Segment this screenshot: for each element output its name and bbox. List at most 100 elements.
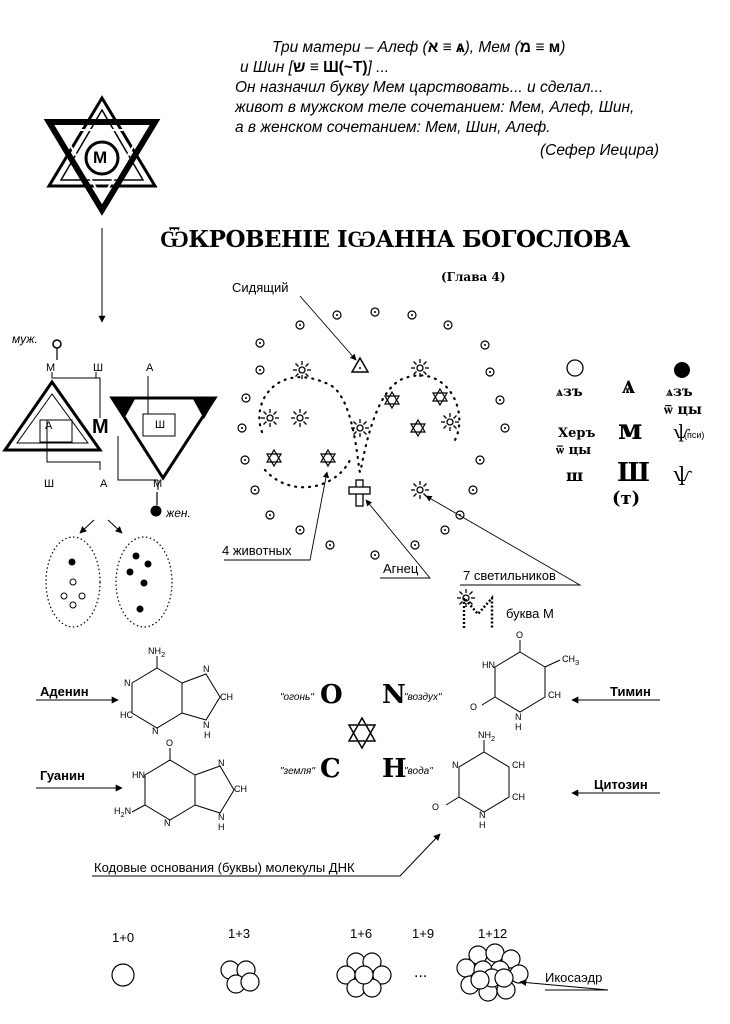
thymine-ch: CH: [548, 690, 561, 700]
h-element-label: "вода": [404, 766, 433, 777]
adenine-n9: N: [203, 720, 210, 730]
slavonic-a-big: ѧ: [622, 370, 635, 400]
aleph-glyph: א ≡ ѧ: [427, 39, 465, 56]
guanine-n7: N: [218, 758, 225, 768]
label-m-top: М: [46, 362, 56, 374]
h-element: H: [382, 754, 407, 784]
c-element-label: "земля": [280, 766, 315, 777]
thymine-h: H: [515, 722, 522, 732]
quote-text: ): [560, 39, 566, 56]
female-label: жен.: [166, 506, 191, 520]
label-a-top: А: [146, 362, 154, 374]
icosahedron-label: Икосаэдр: [545, 970, 603, 985]
cluster-label: 1+12: [478, 926, 508, 941]
n-element: N: [382, 680, 406, 710]
cytosine-ch2: CH: [512, 792, 525, 802]
adenine-n1: N: [124, 678, 131, 688]
guanine-label: Гуанин: [40, 768, 85, 783]
cluster-ellipsis: ...: [414, 964, 428, 981]
slavonic-az-1: ѧзъ: [556, 384, 583, 400]
label-sh-top: Ш: [93, 362, 104, 374]
guanine-hn: HN: [132, 770, 145, 780]
label-m-bottom: М: [153, 478, 163, 490]
cytosine-nh2: NH2: [478, 730, 496, 743]
cluster-label: 1+6: [350, 926, 373, 941]
quote-text: Три матери – Алеф (: [272, 39, 428, 56]
male-label: муж.: [12, 332, 38, 346]
label-seated: Сидящий: [232, 280, 289, 295]
dna-structures: [131, 640, 561, 821]
slavonic-from-c-2: ѿ цы: [556, 443, 592, 458]
adenine-n7: N: [203, 664, 210, 674]
cytosine-n: N: [452, 760, 459, 770]
thymine-n: N: [515, 712, 522, 722]
cytosine-h: H: [479, 820, 486, 830]
adenine-ch: CH: [220, 692, 233, 702]
cluster-label: 1+3: [228, 926, 251, 941]
thymine-o2: O: [470, 702, 478, 712]
label-sh-right: Ш: [155, 419, 166, 431]
adenine-hc: HC: [120, 710, 133, 720]
open-circle-icon: [566, 359, 584, 377]
o-element: O: [320, 680, 343, 710]
revelation-diagram: [224, 295, 582, 628]
n-element-label: "воздух": [404, 692, 442, 703]
cluster-label: 1+9: [412, 926, 435, 941]
shin-glyph: ש ≡ Ш(~Т): [292, 59, 368, 76]
thymine-ch3: CH3: [562, 654, 580, 667]
slavonic-sh: ш: [566, 466, 584, 485]
slavonic-psi-2: ѱ: [674, 462, 693, 486]
revelation-title: ѾКРОВЕНІЕ ІѠАННА БОГОСЛОВА: [160, 226, 630, 253]
guanine-o: O: [166, 738, 174, 748]
label-letter-m: буква М: [506, 606, 554, 621]
thymine-o: O: [516, 630, 524, 640]
dna-caption: Кодовые основания (буквы) молекулы ДНК: [94, 860, 355, 875]
c-element: C: [320, 754, 341, 784]
quote-text: и Шин [: [240, 59, 293, 76]
guanine-h2n: H2N: [114, 806, 132, 819]
star-letter: М: [93, 148, 108, 167]
guanine-h: H: [218, 822, 225, 832]
quote-line-4: живот в мужском теле сочетанием: Мем, Ал…: [235, 99, 635, 116]
slavonic-m-big: м: [618, 413, 643, 446]
adenine-label: Аденин: [40, 684, 89, 699]
psi-label: (пси): [684, 430, 705, 440]
guanine-n3: N: [164, 818, 171, 828]
chapter-label: (Глава 4): [441, 270, 506, 284]
adenine-h: H: [204, 730, 211, 740]
star-of-david-icon: [43, 95, 161, 216]
quote-source: (Сефер Иецира): [540, 142, 660, 159]
cytosine-ch1: CH: [512, 760, 525, 770]
adenine-n3: N: [152, 726, 159, 736]
guanine-ch: CH: [234, 784, 247, 794]
cytosine-o: O: [432, 802, 440, 812]
o-element-label: "огонь": [280, 692, 314, 703]
slavonic-t-big: (т): [612, 488, 641, 509]
cluster-label: 1+0: [112, 930, 135, 945]
quote-text: ] ...: [367, 59, 390, 76]
quote-line-5: а в женском сочетанием: Мем, Шин, Алеф.: [235, 119, 551, 136]
cytosine-n2: N: [479, 810, 486, 820]
adenine-nh2: NH2: [148, 646, 166, 659]
slavonic-psi: ѱ: [674, 422, 691, 443]
quote-line-1: Три матери – Алеф (א ≡ ѧ), Мем (מ ≡ м): [272, 38, 565, 57]
quote-line-2: и Шин [ש ≡ Ш(~Т)] ...: [240, 58, 389, 77]
label-seven-lamps: 7 светильников: [463, 568, 556, 583]
thymine-hn: HN: [482, 660, 495, 670]
guanine-n9: N: [218, 812, 225, 822]
mem-glyph: מ ≡ м: [519, 39, 561, 56]
filled-circle-icon: [674, 362, 690, 378]
cytosine-label: Цитозин: [594, 777, 648, 792]
label-a-left: А: [45, 420, 53, 432]
quote-line-3: Он назначил букву Мем царствовать... и с…: [235, 79, 604, 96]
letter-m-icon: [456, 588, 494, 628]
slavonic-sh-big: Ш: [617, 458, 650, 488]
label-four-beasts: 4 животных: [222, 543, 292, 558]
quote-text: ), Мем (: [464, 39, 520, 56]
label-sh-bottom: Ш: [44, 478, 55, 490]
dotted-ovals: [45, 536, 173, 628]
label-a-bottom: А: [100, 478, 108, 490]
label-lamb: Агнец: [383, 561, 419, 576]
sphere-clusters: [111, 943, 529, 1002]
